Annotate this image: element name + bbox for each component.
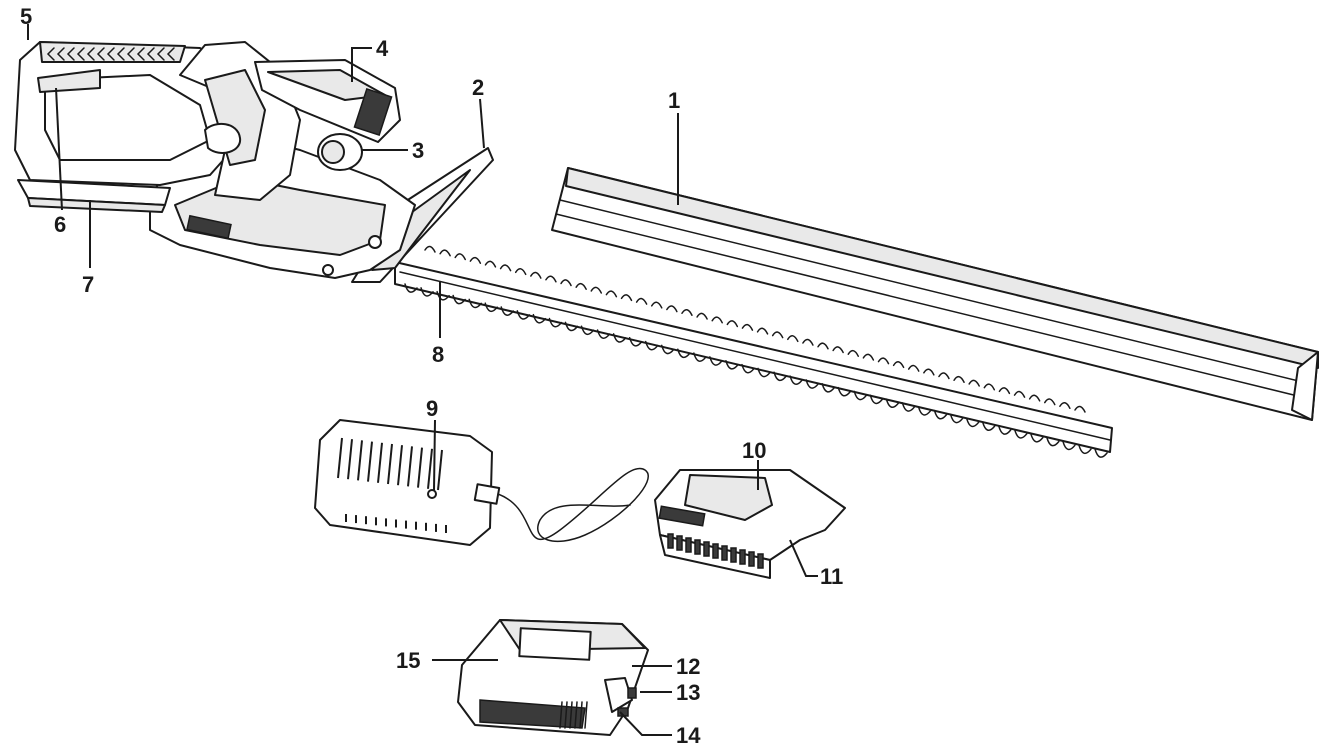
callout-5: 5 bbox=[20, 4, 32, 29]
callout-numbers: 1 2 3 4 5 6 7 8 9 10 11 12 13 14 15 bbox=[20, 4, 843, 748]
callout-15: 15 bbox=[396, 648, 420, 673]
charger-adapter bbox=[314, 419, 501, 546]
callout-13: 13 bbox=[676, 680, 700, 705]
callout-6: 6 bbox=[54, 212, 66, 237]
callout-4: 4 bbox=[376, 36, 389, 61]
base-plate bbox=[17, 179, 171, 213]
callout-10: 10 bbox=[742, 438, 766, 463]
charger-cable bbox=[497, 467, 649, 543]
callout-1: 1 bbox=[668, 88, 680, 113]
callout-7: 7 bbox=[82, 272, 94, 297]
callout-14: 14 bbox=[676, 723, 701, 748]
callout-2: 2 bbox=[472, 75, 484, 100]
callout-11: 11 bbox=[820, 564, 843, 589]
lock-off-button bbox=[317, 133, 363, 171]
leader-lines bbox=[27, 24, 818, 736]
blade-cover bbox=[551, 167, 1319, 421]
cutting-blade bbox=[394, 245, 1113, 458]
callout-8: 8 bbox=[432, 342, 444, 367]
callout-9: 9 bbox=[426, 396, 438, 421]
battery-pack bbox=[457, 619, 649, 736]
callout-3: 3 bbox=[412, 138, 424, 163]
blade-teeth-lower bbox=[404, 283, 1108, 458]
grip-ribs bbox=[39, 41, 186, 63]
blade-teeth-upper bbox=[424, 245, 1086, 413]
charging-base bbox=[654, 469, 846, 579]
switch-lever bbox=[254, 59, 401, 143]
callout-12: 12 bbox=[676, 654, 700, 679]
